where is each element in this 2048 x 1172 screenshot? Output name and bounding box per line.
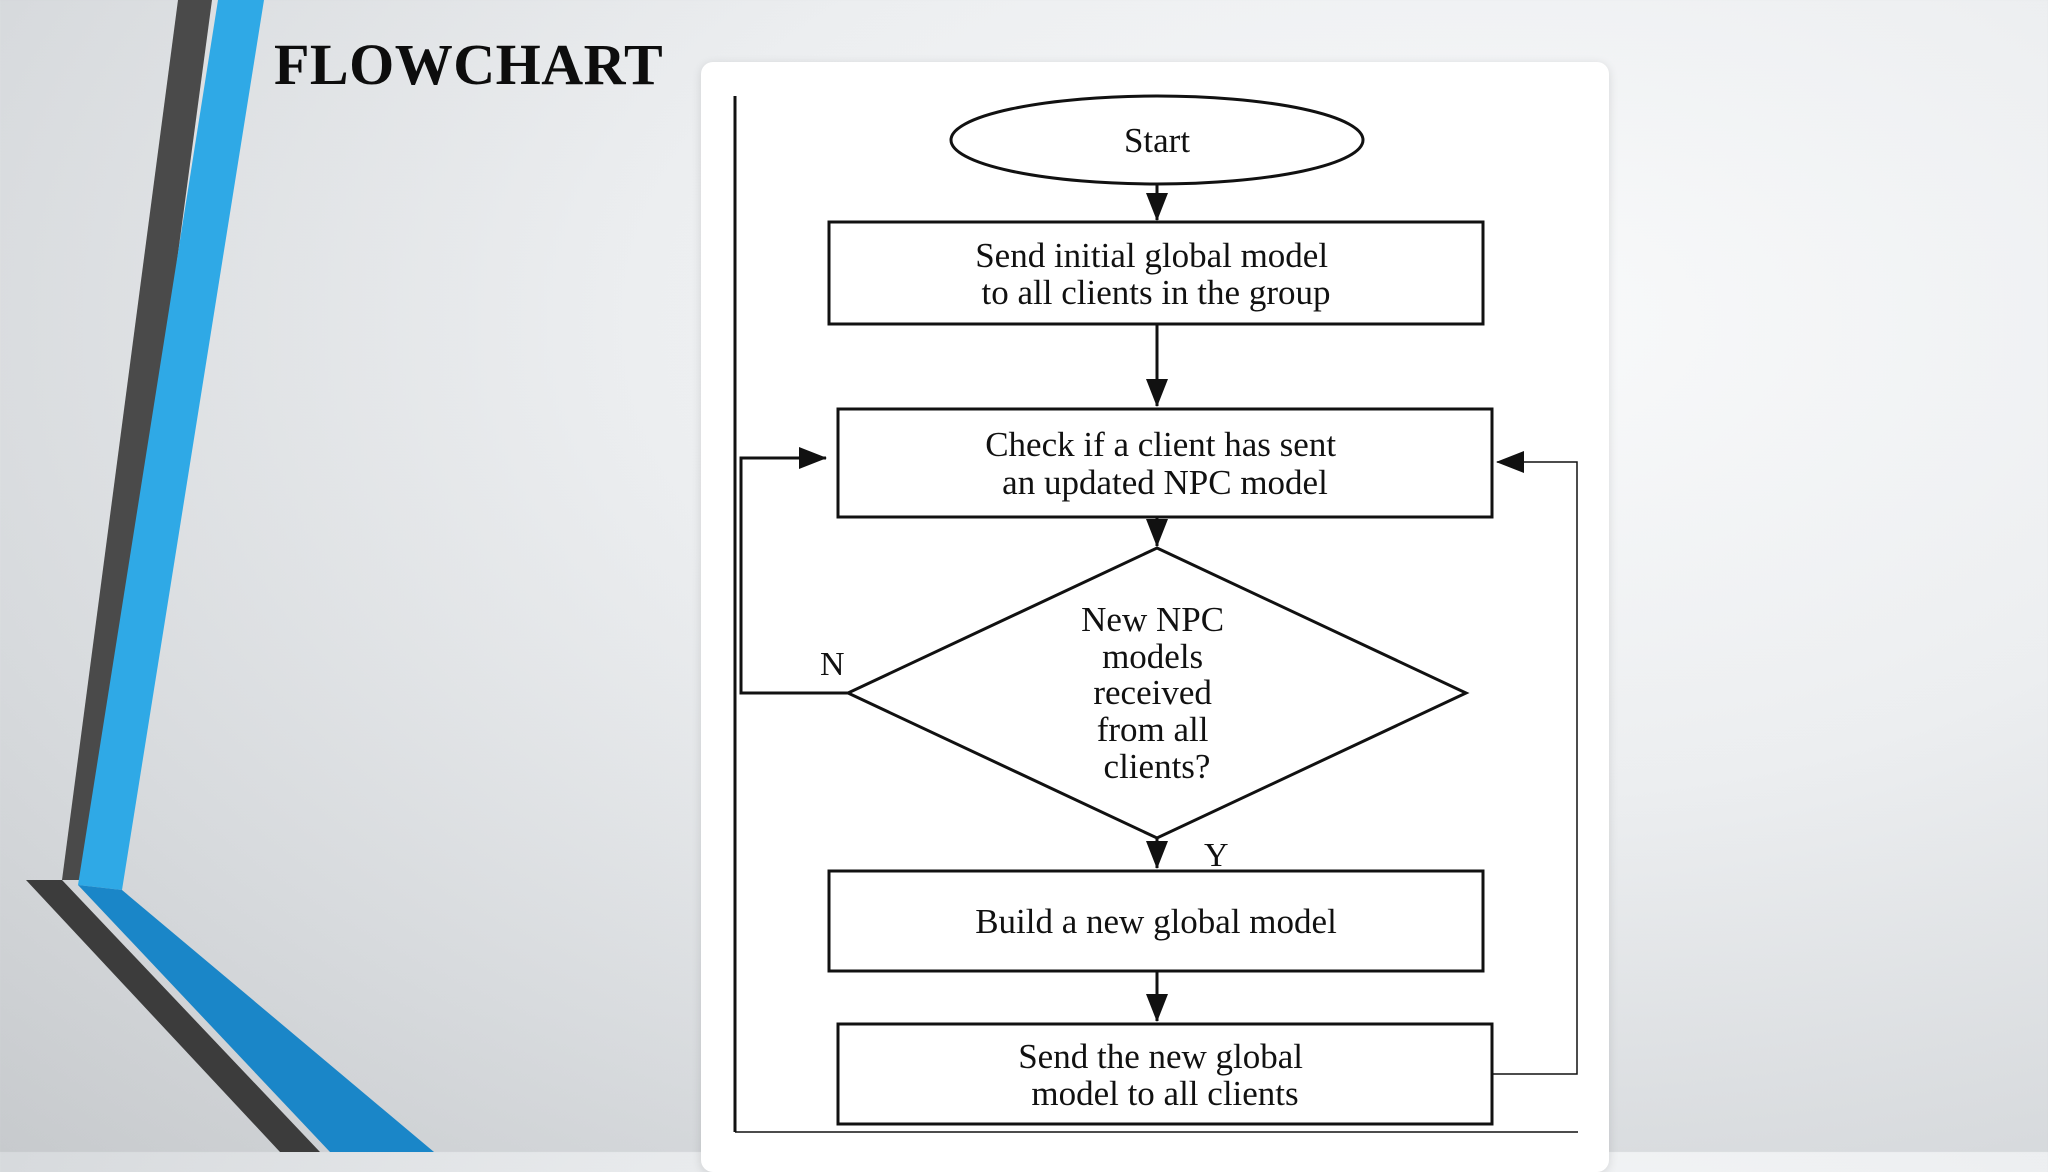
dark-stripe-vertical [62, 0, 212, 880]
send-new-model-box [836, 1022, 1494, 1126]
slide-title: FLOWCHART [274, 32, 664, 97]
decision-text: New NPC models received from all clients… [1081, 600, 1233, 786]
blue-stripe-vertical [78, 0, 264, 890]
send-initial-model-text: Send initial global model to all clients… [975, 236, 1337, 312]
no-branch-loop [739, 447, 848, 695]
no-branch-label: N [820, 646, 845, 683]
feedback-loop [1492, 451, 1578, 1075]
build-model-box [827, 869, 1485, 973]
blue-stripe-diagonal [78, 885, 434, 1152]
start-label: Start [1124, 121, 1190, 160]
send-new-model-text: Send the new global model to all clients [1018, 1037, 1312, 1113]
check-client-box [836, 407, 1494, 519]
build-model-text: Build a new global model [975, 902, 1337, 941]
check-client-text: Check if a client has sent an updated NP… [985, 425, 1345, 502]
yes-branch-label: Y [1204, 837, 1229, 874]
dark-stripe-diagonal [26, 880, 320, 1152]
